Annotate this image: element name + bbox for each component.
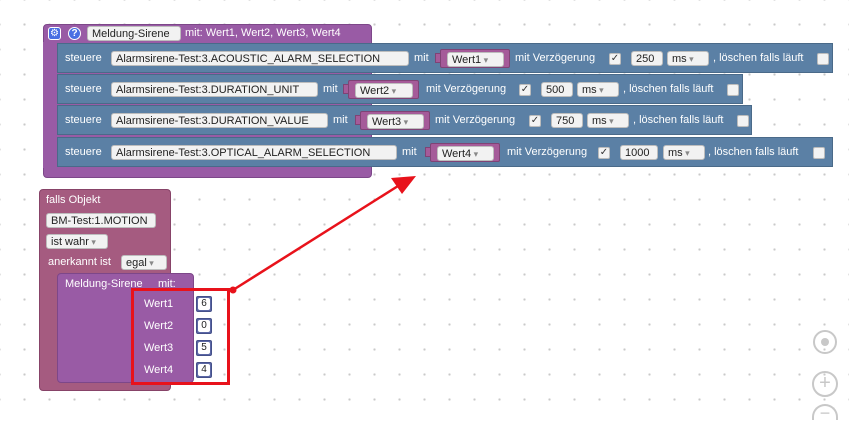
condition-dropdown[interactable]: ist wahr xyxy=(46,234,108,249)
value-dropdown[interactable]: Wert3 xyxy=(367,114,424,129)
delay-checkbox[interactable]: ✓ xyxy=(609,53,621,65)
trigger-object-field[interactable]: BM-Test:1.MOTION xyxy=(46,213,156,228)
number-block[interactable]: 5 xyxy=(196,340,212,356)
steuere-label: steuere xyxy=(65,114,102,126)
clear-label: , löschen falls läuft xyxy=(713,52,804,64)
delay-value-field[interactable]: 500 xyxy=(541,82,573,97)
value-connector xyxy=(435,53,440,63)
arg-label: Wert1 xyxy=(144,298,174,310)
steuere-label: steuere xyxy=(65,83,102,95)
value-connector xyxy=(355,115,360,125)
value-dropdown[interactable]: Wert2 xyxy=(355,83,413,98)
ack-dropdown[interactable]: egal xyxy=(121,255,167,270)
help-icon[interactable]: ? xyxy=(68,27,81,40)
value-dropdown[interactable]: Wert1 xyxy=(447,52,504,67)
number-block[interactable]: 4 xyxy=(196,362,212,378)
procedure-call-block[interactable] xyxy=(57,273,194,383)
delay-label: mit Verzögerung xyxy=(426,83,507,95)
steuere-label: steuere xyxy=(65,146,102,158)
mit-label: mit xyxy=(414,52,429,64)
delay-value-field[interactable]: 1000 xyxy=(620,145,658,160)
clear-checkbox[interactable] xyxy=(737,115,749,127)
unit-dropdown[interactable]: ms xyxy=(587,113,629,128)
steuere-label: steuere xyxy=(65,52,102,64)
value-connector xyxy=(343,84,348,94)
delay-value-field[interactable]: 250 xyxy=(631,51,663,66)
clear-checkbox[interactable] xyxy=(817,53,829,65)
delay-label: mit Verzögerung xyxy=(515,52,596,64)
clear-label: , löschen falls läuft xyxy=(623,83,714,95)
object-id-field[interactable]: Alarmsirene-Test:3.ACOUSTIC_ALARM_SELECT… xyxy=(111,51,409,66)
value-connector xyxy=(425,147,430,157)
plus-icon[interactable]: + xyxy=(812,371,838,397)
clear-checkbox[interactable] xyxy=(727,84,739,96)
minus-icon[interactable]: − xyxy=(812,404,838,422)
procedure-statement-spine xyxy=(43,42,57,168)
delay-label: mit Verzögerung xyxy=(435,114,516,126)
unit-dropdown[interactable]: ms xyxy=(667,51,709,66)
ack-label: anerkannt ist xyxy=(48,256,111,268)
delay-checkbox[interactable]: ✓ xyxy=(529,115,541,127)
delay-value-field[interactable]: 750 xyxy=(551,113,583,128)
call-name-label: Meldung-Sirene xyxy=(65,278,143,290)
call-mit-label: mit: xyxy=(158,278,176,290)
number-block[interactable]: 0 xyxy=(196,318,212,334)
trigger-label: falls Objekt xyxy=(46,194,101,206)
number-value[interactable]: 6 xyxy=(198,298,210,310)
mit-label: mit xyxy=(402,146,417,158)
number-value[interactable]: 4 xyxy=(198,364,210,376)
unit-dropdown[interactable]: ms xyxy=(663,145,705,160)
number-value[interactable]: 0 xyxy=(198,320,210,332)
clear-checkbox[interactable] xyxy=(813,147,825,159)
delay-checkbox[interactable]: ✓ xyxy=(598,147,610,159)
unit-dropdown[interactable]: ms xyxy=(577,82,619,97)
number-value[interactable]: 5 xyxy=(198,342,210,354)
mit-label: mit xyxy=(333,114,348,126)
arg-label: Wert2 xyxy=(144,320,174,332)
mit-label: mit xyxy=(323,83,338,95)
gear-icon[interactable]: ⚙ xyxy=(48,27,61,40)
object-id-field[interactable]: Alarmsirene-Test:3.DURATION_VALUE xyxy=(111,113,328,128)
clear-label: , löschen falls läuft xyxy=(633,114,724,126)
procedure-name-field[interactable]: Meldung-Sirene xyxy=(87,26,181,41)
arg-label: Wert4 xyxy=(144,364,174,376)
highlight-box xyxy=(131,288,230,385)
clear-label: , löschen falls läuft xyxy=(708,146,799,158)
target-center xyxy=(821,338,829,346)
arg-label: Wert3 xyxy=(144,342,174,354)
object-id-field[interactable]: Alarmsirene-Test:3.DURATION_UNIT xyxy=(111,82,318,97)
delay-label: mit Verzögerung xyxy=(507,146,588,158)
number-block[interactable]: 6 xyxy=(196,296,212,312)
procedure-params-label: mit: Wert1, Wert2, Wert3, Wert4 xyxy=(185,27,341,39)
target-icon[interactable] xyxy=(813,330,837,354)
delay-checkbox[interactable]: ✓ xyxy=(519,84,531,96)
object-id-field[interactable]: Alarmsirene-Test:3.OPTICAL_ALARM_SELECTI… xyxy=(111,145,397,160)
value-dropdown[interactable]: Wert4 xyxy=(437,146,494,161)
